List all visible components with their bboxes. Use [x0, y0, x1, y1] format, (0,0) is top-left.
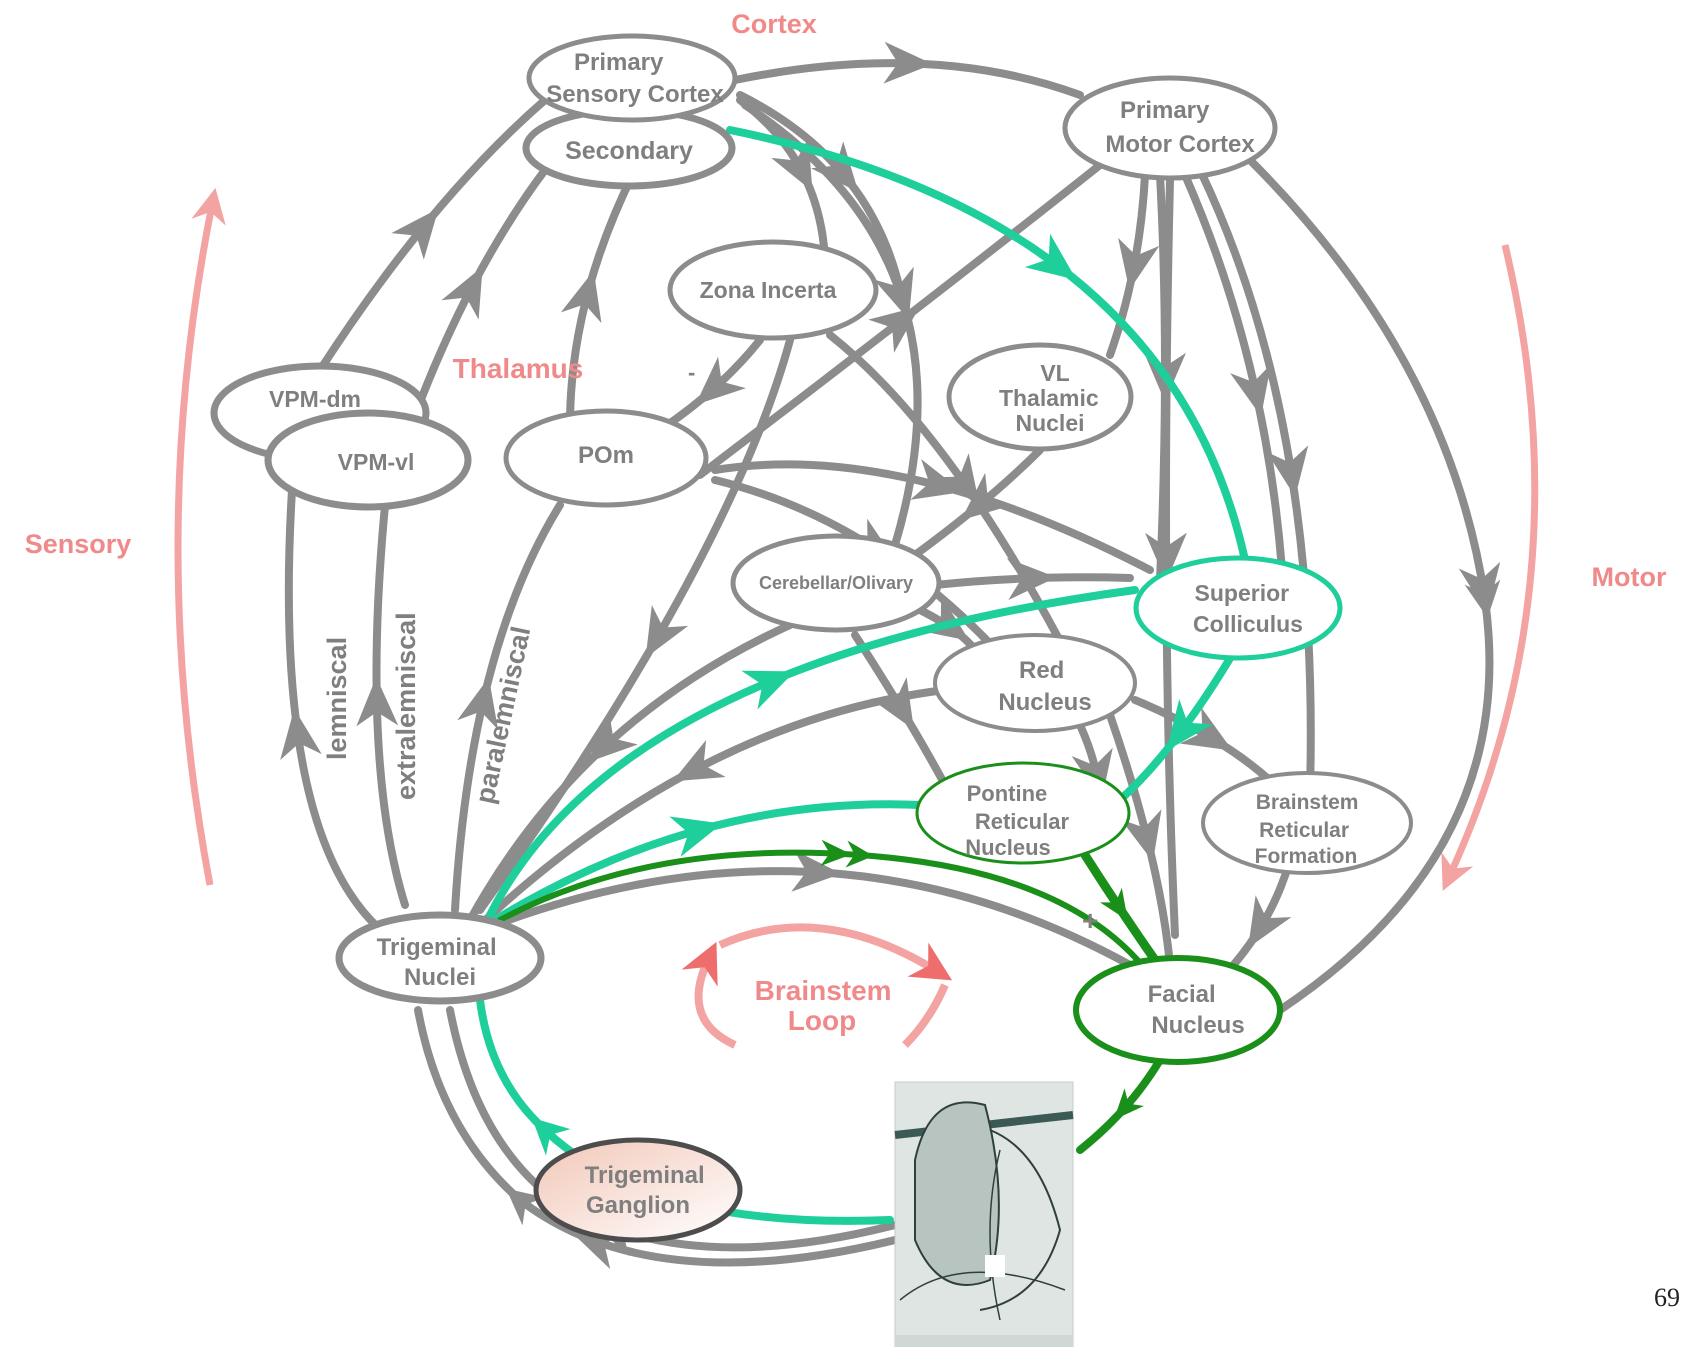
- brainstem-loop-left-arc: [681, 941, 737, 1049]
- pathway-pom-superior: [711, 460, 1154, 574]
- pathway-arrowhead: [960, 472, 1012, 521]
- region-label-thalamus: Thalamus: [453, 353, 584, 384]
- svg-text:POm: POm: [578, 442, 634, 469]
- pathway-motor-brainstem-ret-2: [1196, 166, 1315, 794]
- pathway-arrowhead: [669, 816, 723, 857]
- pathway-zona-red: [826, 331, 1074, 664]
- brainstem-loop-bottom-arc: [902, 983, 949, 1048]
- pathway-arrowhead: [672, 739, 726, 782]
- pathway-arrowhead: [910, 459, 964, 500]
- pathway-arrowhead: [1145, 532, 1187, 582]
- pathway-arrowhead: [868, 306, 920, 353]
- svg-text:VPM-vl: VPM-vl: [338, 449, 415, 475]
- pathway-arrowhead: [820, 839, 852, 866]
- pathway-arrowhead: [771, 138, 813, 192]
- pathway-arrowhead: [1120, 809, 1162, 862]
- pathway-arrowhead: [1248, 895, 1292, 948]
- region-label-brainstem-loop: Brainstem Loop: [755, 975, 900, 1036]
- teal-pathways: [476, 126, 1249, 1225]
- svg-text:Primary Motor Cortex: Primary Motor Cortex: [1105, 97, 1255, 158]
- pathway-arrowhead: [441, 266, 483, 320]
- page-number: 69: [1654, 1283, 1680, 1312]
- pathway-arrowhead: [1458, 561, 1501, 614]
- region-label-motor: Motor: [1592, 562, 1667, 592]
- node-vl-thalamic-nuclei: VL Thalamic Nuclei: [946, 342, 1134, 452]
- pathway-arrowhead: [1113, 1088, 1145, 1120]
- node-trigeminal-ganglion: Trigeminal Ganglion: [533, 1137, 743, 1243]
- node-brainstem-reticular-formation: Brainstem Reticular Formation: [1201, 771, 1413, 875]
- node-trigeminal-nuclei: Trigeminal Nuclei: [335, 911, 545, 1005]
- pathway-arrowhead: [741, 670, 795, 710]
- node-pom: POm: [503, 408, 709, 508]
- node-red-nucleus: Red Nucleus: [933, 633, 1137, 733]
- motor-direction-arrow: [1441, 244, 1539, 891]
- svg-text:Trigeminal Ganglion: Trigeminal Ganglion: [585, 1162, 712, 1219]
- excitation-sign: +: [1082, 905, 1098, 936]
- region-label-cortex: Cortex: [731, 9, 817, 39]
- pathway-arrowhead: [791, 849, 842, 892]
- pathway-lemniscal: [284, 486, 404, 949]
- pathway-arrowhead: [356, 676, 399, 727]
- node-cerebellar-olivary: Cerebellar/Olivary: [730, 533, 942, 633]
- pathway-arrowhead: [1024, 233, 1077, 281]
- pathway-arrowhead: [1118, 237, 1160, 290]
- pathway-extralemniscal: [372, 491, 409, 909]
- pathway-arrowhead: [457, 677, 499, 730]
- pathway-arrowhead: [1230, 364, 1272, 417]
- label-lemniscal: lemniscal: [322, 637, 352, 760]
- sensory-direction-arrow: [174, 187, 226, 886]
- pathway-arrowhead: [1179, 707, 1233, 751]
- whisker-pad-histology-image: [894, 1081, 1074, 1347]
- gray-pathways: [280, 41, 1501, 1270]
- svg-text:VL Thalamic Nuclei: VL Thalamic Nuclei: [999, 360, 1105, 436]
- pathway-arrowhead: [587, 713, 638, 763]
- pathway-arrowhead: [1099, 887, 1128, 921]
- pathway-arrowhead: [645, 604, 689, 658]
- node-facial-nucleus: Facial Nucleus: [1073, 955, 1283, 1065]
- pathway-arrowhead: [695, 356, 746, 405]
- svg-text:Red Nucleus: Red Nucleus: [998, 657, 1091, 716]
- node-superior-colliculus: Superior Colliculus: [1133, 555, 1343, 661]
- pathway-vpmdm-cortex: [316, 96, 549, 374]
- pathway-arrowhead: [873, 266, 914, 320]
- svg-text:Cerebellar/Olivary: Cerebellar/Olivary: [759, 573, 913, 593]
- node-primary-motor-cortex: Primary Motor Cortex: [1062, 75, 1278, 181]
- node-zona-incerta: Zona Incerta: [667, 239, 879, 341]
- pathway-arrowhead: [280, 708, 322, 760]
- svg-text:Superior Colliculus: Superior Colliculus: [1193, 580, 1303, 637]
- pathway-trigeminal-superior: [486, 586, 1139, 919]
- svg-text:Secondary: Secondary: [565, 137, 693, 165]
- svg-text:VPM-dm: VPM-dm: [269, 386, 361, 412]
- inhibition-sign: -: [688, 360, 695, 385]
- pathway-arrowhead: [883, 41, 933, 84]
- pathway-arrowhead: [1006, 558, 1057, 601]
- region-label-sensory: Sensory: [25, 529, 132, 559]
- pathway-arrowhead: [1166, 699, 1213, 751]
- pathway-arrowhead: [870, 677, 914, 730]
- svg-text:Primary Sensory Cortex: Primary Sensory Cortex: [546, 49, 724, 108]
- node-vpm-vl: VPM-vl: [264, 409, 472, 511]
- svg-text:Zona Incerta: Zona Incerta: [700, 277, 837, 303]
- svg-text:Brainstem Reticular: Brainstem Reticular Formation: [1255, 791, 1365, 868]
- brainstem-loop-right-arc: [718, 923, 953, 981]
- green-pathways: [497, 839, 1164, 1154]
- pathway-arrowhead: [391, 208, 439, 260]
- pathway-arrowhead: [560, 270, 602, 324]
- svg-text:Trigeminal Nuclei: Trigeminal Nuclei: [377, 934, 504, 991]
- pathway-arrowhead: [1266, 445, 1309, 498]
- node-pontine-reticular-nucleus: Pontine Reticular Nucleus: [915, 761, 1131, 865]
- label-extralemniscal: extralemniscal: [391, 612, 421, 800]
- svg-text:Pontine Reticular: Pontine Reticular Nucleus: [965, 781, 1075, 860]
- pathway-zona-trigeminal: [476, 336, 794, 914]
- svg-text:Facial Nucleus: Facial Nucleus: [1148, 981, 1245, 1039]
- pathway-trigeminal-facial-green: [497, 840, 1153, 978]
- node-primary-sensory-cortex: Primary Sensory Cortex: [526, 33, 738, 123]
- pathway-secondary-superior: [726, 126, 1249, 564]
